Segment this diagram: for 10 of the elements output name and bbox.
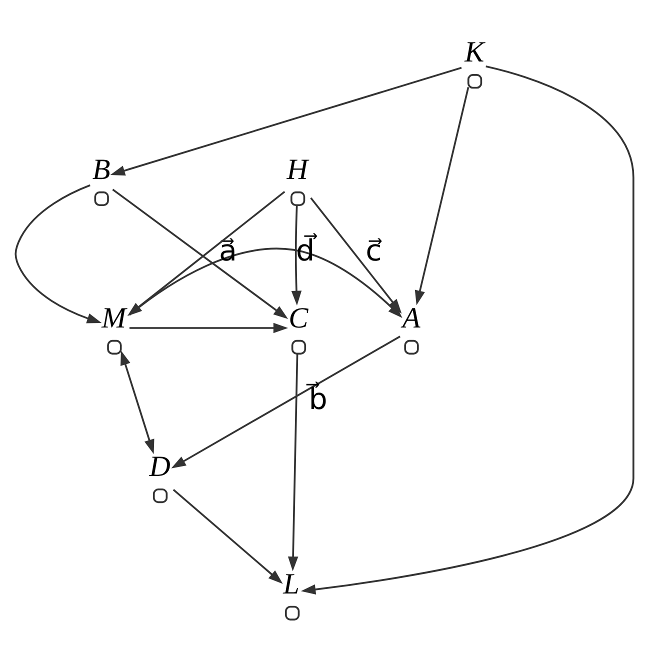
edge-label: b⃗: [308, 382, 328, 416]
edge-label: c⃗: [366, 234, 382, 268]
node-label: B: [92, 154, 110, 186]
node-label: M: [102, 302, 126, 335]
node-label: L: [283, 568, 300, 601]
node-label: C: [288, 302, 308, 335]
node-label: H: [286, 154, 308, 186]
node-label: K: [464, 36, 484, 69]
node-label: A: [402, 302, 420, 335]
node-label: D: [149, 451, 170, 484]
